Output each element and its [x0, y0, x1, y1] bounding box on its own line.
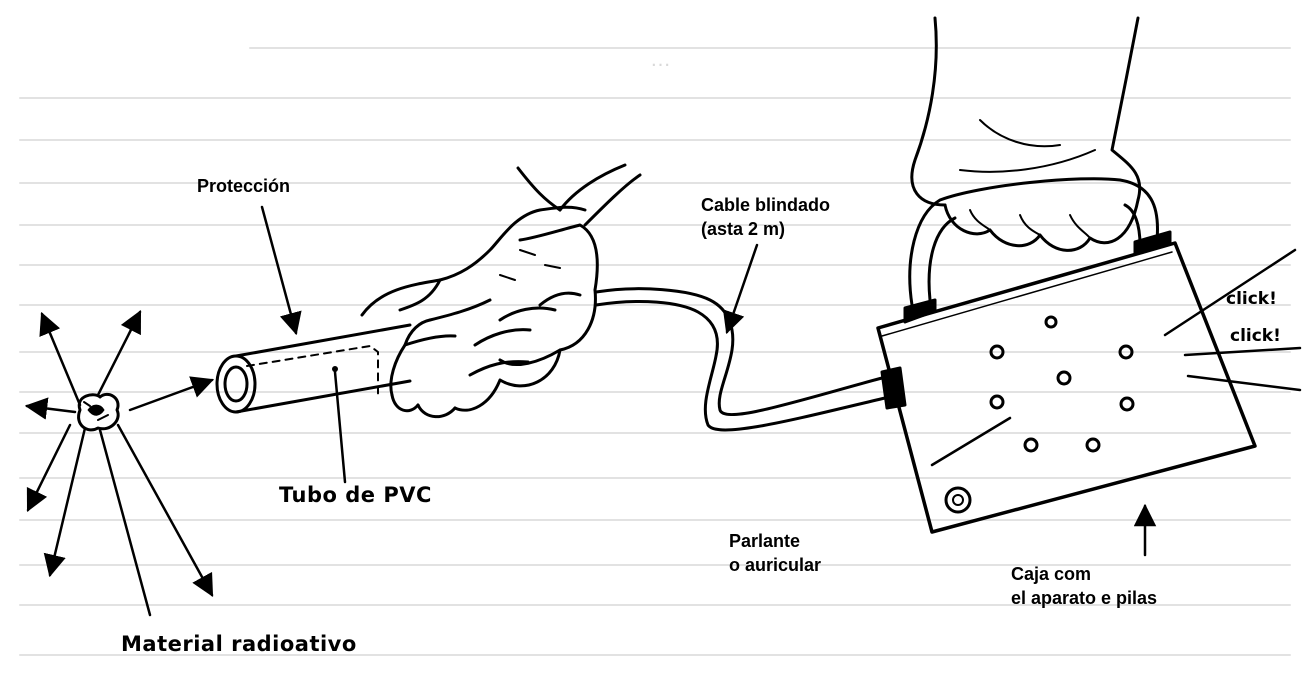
- label-click-1: click!: [1226, 289, 1277, 309]
- detector-box: [876, 230, 1257, 534]
- label-caja-2: el aparato e pilas: [1011, 588, 1158, 608]
- hand-holding-tube-icon: [360, 163, 642, 419]
- label-material-radioativo: Material radioativo: [121, 632, 357, 656]
- label-caja-1: Caja com: [1011, 564, 1092, 584]
- pvc-tube: [215, 323, 412, 414]
- hand-holding-box-icon: [908, 16, 1160, 307]
- click-lines: [1163, 248, 1302, 392]
- label-pointers: [260, 205, 1157, 557]
- background-bleed-text: …: [650, 48, 671, 71]
- box-knob: [944, 486, 972, 514]
- bleed-through-lines: [19, 47, 1291, 656]
- radiation-arrows: [24, 309, 215, 617]
- speaker-holes: [989, 315, 1135, 453]
- radioactive-material-icon: [77, 392, 120, 432]
- label-cable-blindado: Cable blindado: [701, 195, 831, 215]
- label-tubo-pvc: Tubo de PVC: [279, 483, 432, 507]
- label-click-2: click!: [1230, 326, 1281, 346]
- shielded-cable: [594, 287, 907, 432]
- label-cable-length: (asta 2 m): [701, 219, 786, 239]
- label-parlante: Parlante: [729, 531, 801, 551]
- label-proteccion: Protección: [197, 176, 291, 196]
- label-auricular: o auricular: [729, 555, 822, 575]
